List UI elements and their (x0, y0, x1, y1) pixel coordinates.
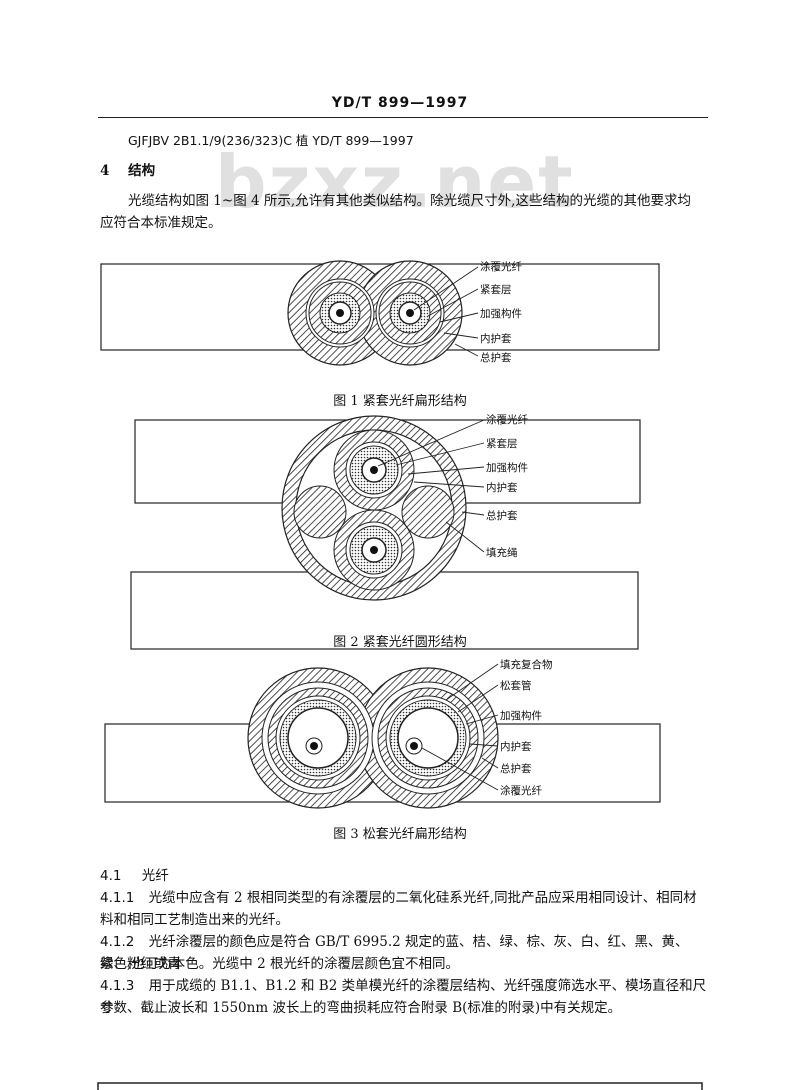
fig2-caption: 图 2 紧套光纤圆形结构 (333, 635, 467, 650)
fig3-label-outer-sheath: 总护套 (500, 763, 532, 775)
intro-line-1: 光缆结构如图 1~图 4 所示,允许有其他类似结构。除光缆尺寸外,这些结构的光缆… (128, 193, 691, 209)
marking-example: GJFJBV 2B1.1/9(236/323)C 植 YD/T 899—1997 (128, 133, 414, 148)
section-heading: 4 结构 (100, 160, 155, 182)
fig2-cable (281, 415, 467, 601)
fig3-cable (247, 667, 499, 809)
fig2-label-strength-member: 加强构件 (486, 462, 528, 474)
fig2-label-coated-fiber: 涂覆光纤 (486, 414, 528, 426)
paragraph-4-1-3: 4.1.3 用于成缆的 B1.1、B1.2 和 B2 类单模光纤的涂覆层结构、光… (100, 975, 708, 1019)
fig3-label-inner-sheath: 内护套 (500, 741, 532, 753)
fig2-label-filler-cord: 填充绳 (486, 547, 518, 559)
paragraph-line: 料和相同工艺制造出来的光纤。 (100, 912, 289, 928)
paragraph-number: 4.1.2 (100, 934, 135, 950)
paragraph-line: 光缆中应含有 2 根相同类型的有涂覆层的二氧化硅系光纤,同批产品应采用相同设计、… (148, 890, 697, 906)
intro-line-2: 应符合本标准规定。 (100, 215, 222, 231)
section-title: 结构 (128, 163, 156, 179)
fig3-caption: 图 3 松套光纤扁形结构 (333, 827, 467, 842)
paragraph-line: 用于成缆的 B1.1、B1.2 和 B2 类单模光纤的涂覆层结构、光纤强度筛选水… (100, 978, 707, 1016)
fig1-label-outer-sheath: 总护套 (480, 352, 512, 364)
paragraph-4-1-1: 4.1.1 光缆中应含有 2 根相同类型的有涂覆层的二氧化硅系光纤,同批产品应采… (100, 887, 708, 909)
fig1-caption: 图 1 紧套光纤扁形结构 (333, 394, 467, 409)
fig3-leaders (421, 663, 499, 791)
footer-rule (97, 1082, 703, 1090)
fig2-label-tight-buffer: 紧套层 (486, 438, 518, 450)
fig2-label-outer-sheath: 总护套 (486, 510, 518, 522)
fig1-label-coated-fiber: 涂覆光纤 (480, 261, 522, 273)
paragraph-4-1-2: 4.1.2 光纤涂覆层的颜色应是符合 GB/T 6995.2 规定的蓝、桔、绿、… (100, 931, 708, 975)
paragraph-number: 4.1.1 (100, 890, 135, 906)
fig1-label-strength-member: 加强构件 (480, 308, 522, 320)
paragraph-line: 光纤涂覆层的颜色应是符合 GB/T 6995.2 规定的蓝、桔、绿、棕、灰、白、… (100, 934, 689, 972)
section-number: 4 (100, 163, 110, 179)
fig1-leaders (413, 266, 479, 357)
fig3-label-loose-tube: 松套管 (500, 680, 532, 692)
watermark: bzxz.net (215, 140, 575, 224)
fig3-label-strength-member: 加强构件 (500, 710, 542, 722)
paragraph-line: 绿色,也可为本色。光缆中 2 根光纤的涂覆层颜色宜不相同。 (100, 956, 459, 972)
fig3-label-filling-compound: 填充复合物 (500, 659, 553, 671)
subsection-number: 4.1 (100, 868, 122, 884)
fig1-cable (287, 260, 463, 366)
fig1-label-tight-buffer: 紧套层 (480, 284, 512, 296)
fig2-leaders (377, 419, 485, 553)
subsection-heading: 4.1 光纤 (100, 865, 169, 887)
paragraph-line: 参数、截止波长和 1550nm 波长上的弯曲损耗应符合附录 B(标准的附录)中有… (100, 1000, 622, 1016)
subsection-title: 光纤 (141, 868, 169, 884)
fig1-label-inner-sheath: 内护套 (480, 333, 512, 345)
fig2-label-inner-sheath: 内护套 (486, 482, 518, 494)
header-rule (98, 117, 708, 118)
page-header: YD/T 899—1997 (331, 95, 469, 111)
paragraph-number: 4.1.3 (100, 978, 135, 994)
fig3-label-coated-fiber: 涂覆光纤 (500, 785, 542, 797)
